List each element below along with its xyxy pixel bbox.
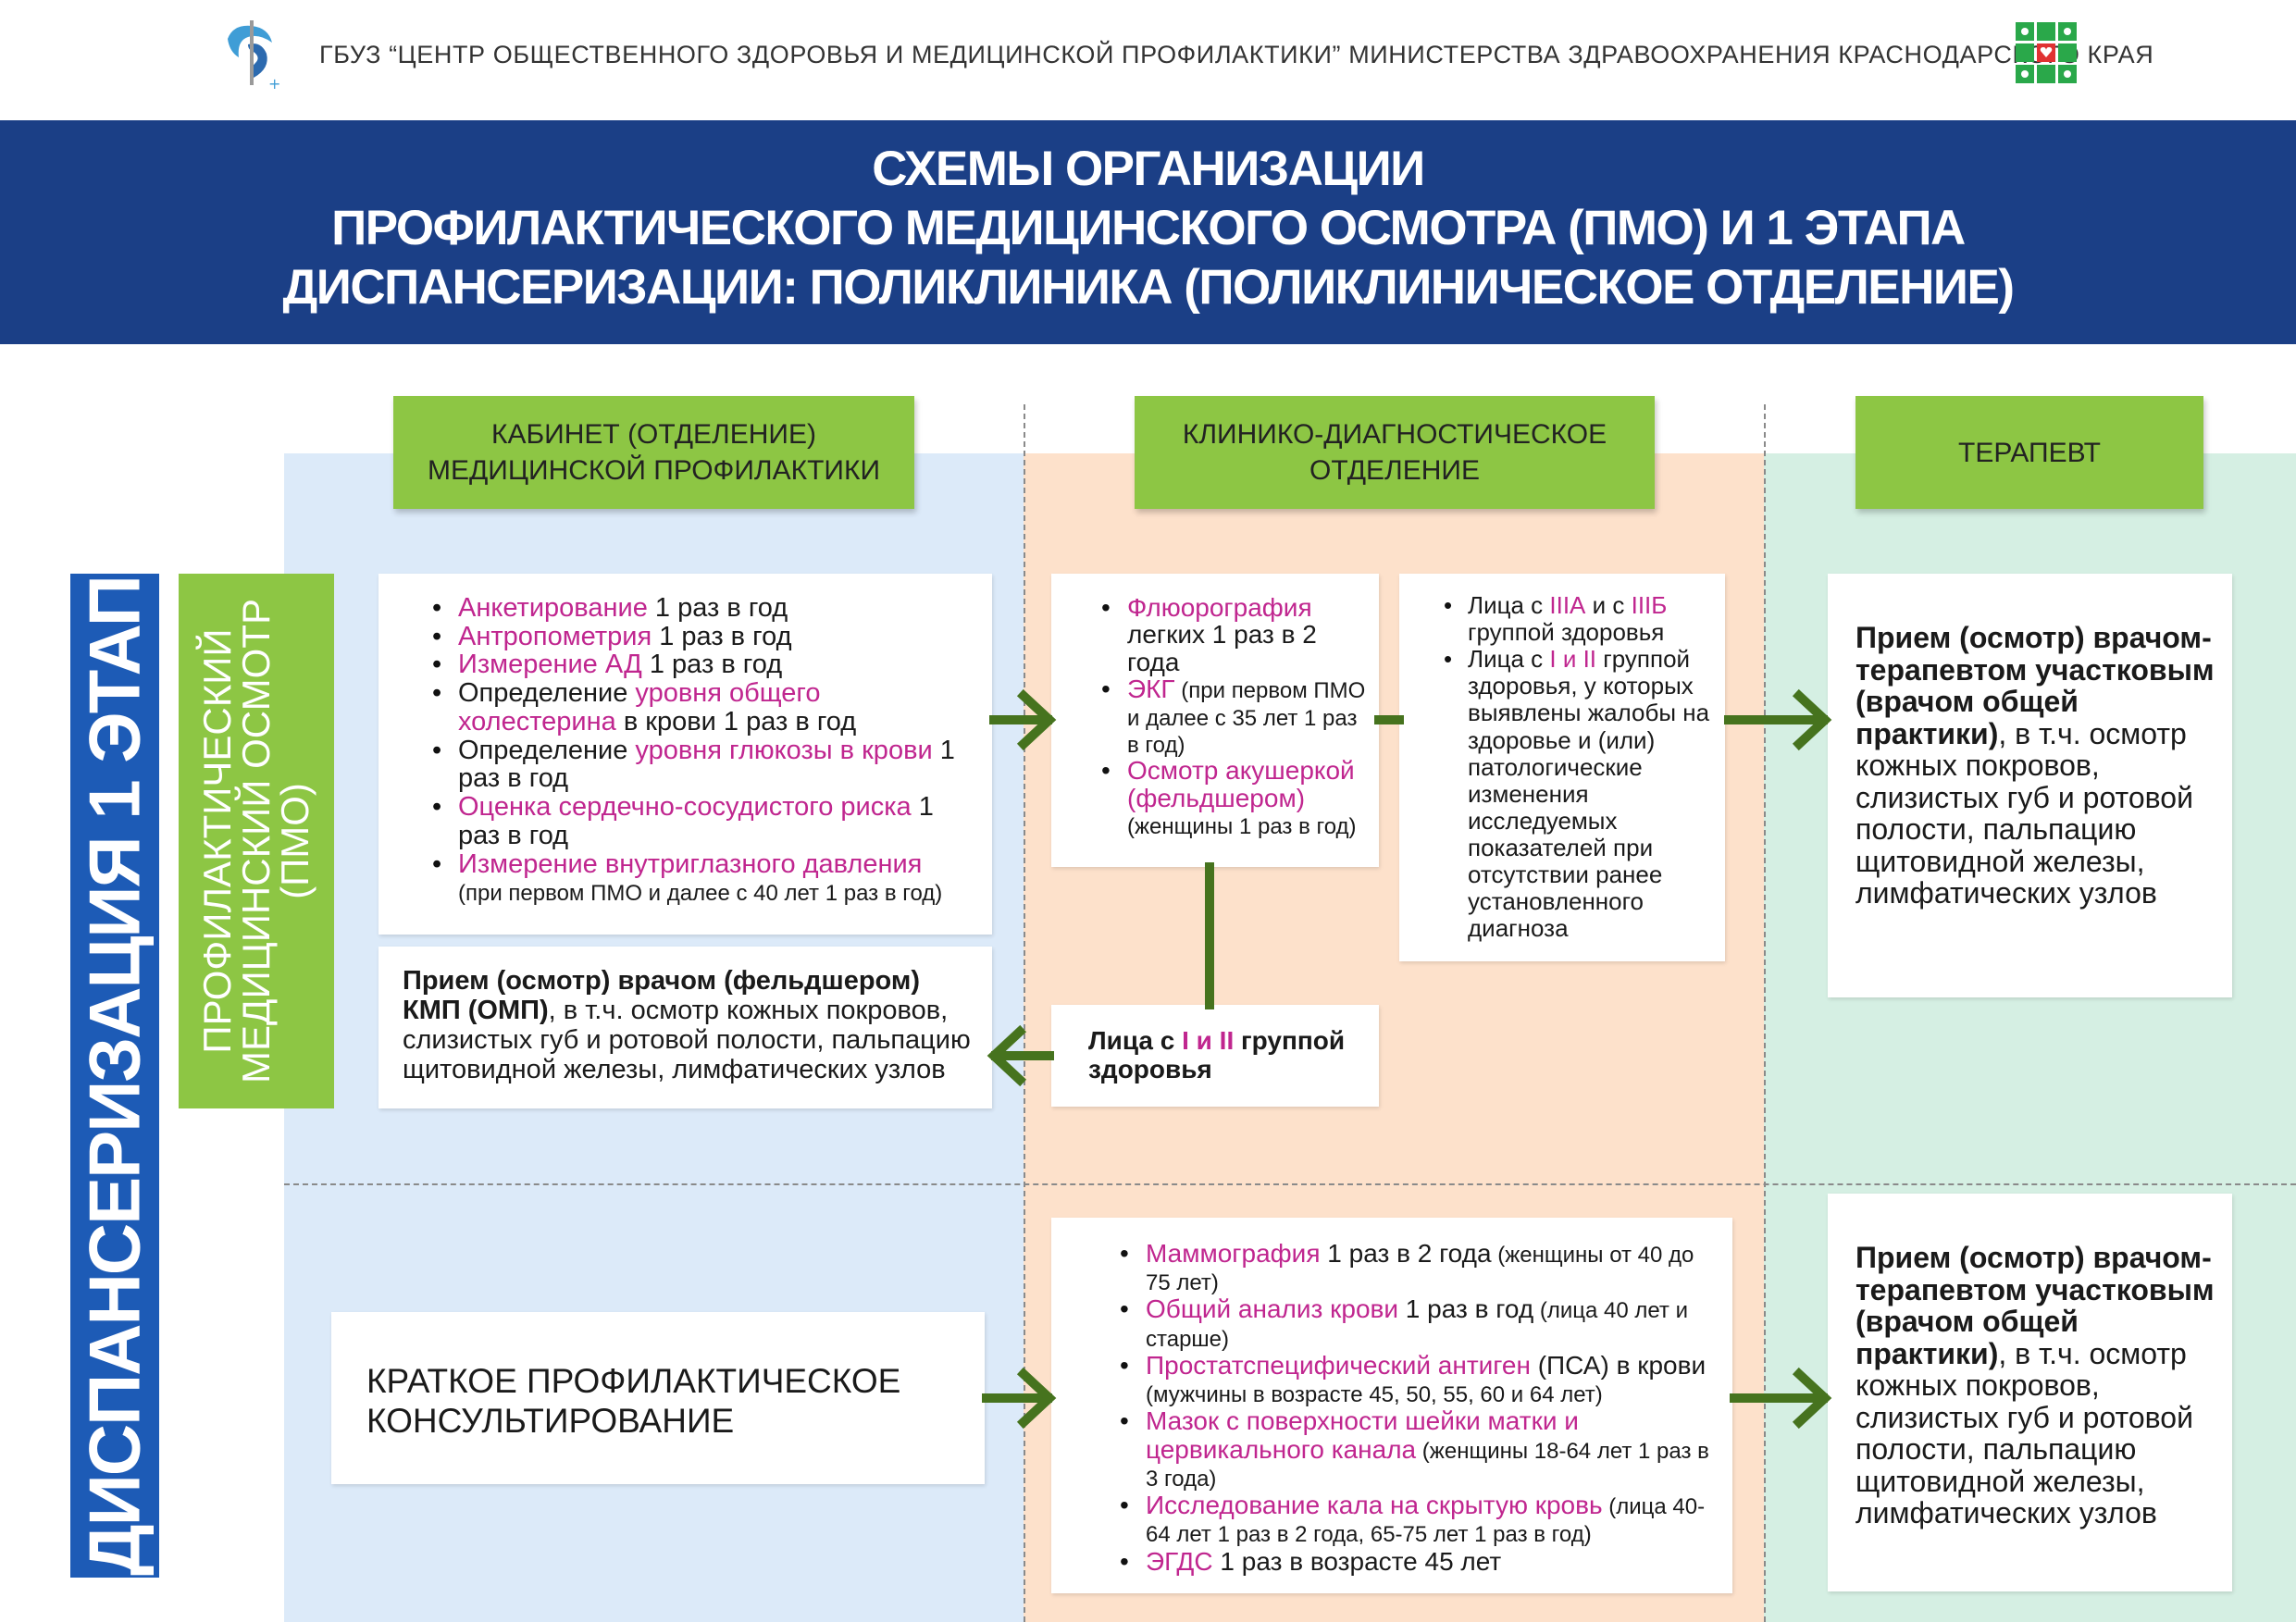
medical-logo-icon: + (228, 20, 280, 91)
box-brief-counseling: КРАТКОЕ ПРОФИЛАКТИЧЕСКОЕ КОНСУЛЬТИРОВАНИ… (331, 1312, 985, 1484)
row-divider (284, 1183, 2296, 1185)
kmp-exam-details: , в т.ч. осмотр кожных покровов, слизист… (403, 995, 971, 1084)
list-item: Мазок с поверхности шейки матки и цервик… (1120, 1407, 1721, 1492)
therapist-exam-details: , в т.ч. осмотр кожных покровов, слизист… (1855, 1336, 2193, 1530)
box-kmp-exam: Прием (осмотр) врачом (фельдшером) КМП (… (379, 947, 992, 1108)
list-item: Оценка сердечно-сосудистого риска 1 раз … (432, 793, 975, 849)
list-item: Определение уровня глюкозы в крови 1 раз… (432, 736, 975, 793)
list-item: Общий анализ крови 1 раз в год (лица 40 … (1120, 1295, 1721, 1351)
box-therapist-exam-2: Прием (осмотр) врачом-терапевтом участко… (1828, 1194, 2232, 1591)
list-item: Исследование кала на скрытую кровь (лица… (1120, 1491, 1721, 1547)
list-item: Маммография 1 раз в 2 года (женщины от 4… (1120, 1239, 1721, 1295)
box-health-groups-referral: Лица с IIIА и с IIIБ группой здоровья Ли… (1399, 574, 1725, 961)
box-pmo-examinations: Анкетирование 1 раз в год Антропометрия … (379, 574, 992, 935)
list-item: Определение уровня общего холестерина в … (432, 679, 975, 736)
header-prevention-line-2: МЕДИЦИНСКОЙ ПРОФИЛАКТИКИ (427, 455, 881, 486)
box-health-groups-1-2: Лица с I и II группой здоровья (1051, 1005, 1379, 1107)
stage-label: ДИСПАНСЕРИЗАЦИЯ 1 ЭТАП (70, 574, 159, 1578)
arrow-left-icon (987, 1024, 1054, 1087)
list-item: Антропометрия 1 раз в год (432, 622, 975, 651)
list-item: Простатспецифический антиген (ПСА) в кро… (1120, 1351, 1721, 1407)
list-item: Измерение АД 1 раз в год (432, 650, 975, 679)
list-item: Флюорография легких 1 раз в 2 года (1101, 594, 1368, 675)
pmo-label: ПРОФИЛАКТИЧЕСКИЙ МЕДИЦИНСКИЙ ОСМОТР (ПМО… (179, 574, 334, 1108)
counseling-line-2: КОНСУЛЬТИРОВАНИЕ (366, 1401, 735, 1440)
list-item: Лица с IIIА и с IIIБ группой здоровья (1444, 591, 1716, 646)
organization-name: ГБУЗ “ЦЕНТР ОБЩЕСТВЕННОГО ЗДОРОВЬЯ И МЕД… (319, 41, 2154, 68)
arrow-right-icon (1730, 1367, 1832, 1430)
arrow-right-icon (989, 688, 1057, 751)
title-line-1: СХЕМЫ ОРГАНИЗАЦИИ (872, 142, 1425, 196)
header-diagnostic-dept: КЛИНИКО-ДИАГНОСТИЧЕСКОЕ ОТДЕЛЕНИЕ (1135, 396, 1655, 509)
title-line-2: ПРОФИЛАКТИЧЕСКОГО МЕДИЦИНСКОГО ОСМОТРА (… (331, 201, 1966, 255)
arrow-right-icon (1724, 688, 1832, 751)
list-item: ЭГДС 1 раз в возрасте 45 лет (1120, 1547, 1721, 1576)
header-diagnostic-line-2: ОТДЕЛЕНИЕ (1309, 455, 1480, 486)
title-banner: СХЕМЫ ОРГАНИЗАЦИИ ПРОФИЛАКТИЧЕСКОГО МЕДИ… (0, 120, 2296, 344)
kmp-exam-title: Прием (осмотр) врачом (фельдшером) КМП (… (403, 966, 920, 1025)
therapist-exam-title: Прием (осмотр) врачом-терапевтом участко… (1855, 1241, 2215, 1370)
title-line-3: ДИСПАНСЕРИЗАЦИИ: ПОЛИКЛИНИКА (ПОЛИКЛИНИЧ… (282, 260, 2015, 315)
list-item: Измерение внутриглазного давления(при пе… (432, 849, 975, 907)
header-diagnostic-line-1: КЛИНИКО-ДИАГНОСТИЧЕСКОЕ (1182, 419, 1607, 450)
header-therapist: ТЕРАПЕВТ (1855, 396, 2203, 509)
header-prevention-office: КАБИНЕТ (ОТДЕЛЕНИЕ) МЕДИЦИНСКОЙ ПРОФИЛАК… (393, 396, 914, 509)
list-item: Лица с I и II группой здоровья, у которы… (1444, 646, 1716, 942)
healthy-lifestyle-logo-icon (2016, 22, 2077, 83)
list-item: ЭКГ (при первом ПМО и далее с 35 лет 1 р… (1101, 675, 1368, 757)
list-item: Анкетирование 1 раз в год (432, 594, 975, 623)
box-diagnostics: Флюорография легких 1 раз в 2 года ЭКГ (… (1051, 574, 1379, 867)
counseling-line-1: КРАТКОЕ ПРОФИЛАКТИЧЕСКОЕ (366, 1362, 901, 1400)
therapist-exam-details: , в т.ч. осмотр кожных покровов, слизист… (1855, 716, 2193, 910)
therapist-exam-title: Прием (осмотр) врачом-терапевтом участко… (1855, 621, 2215, 750)
box-therapist-exam-1: Прием (осмотр) врачом-терапевтом участко… (1828, 574, 2232, 997)
svg-text:+: + (268, 75, 280, 91)
column-divider-1 (1024, 404, 1025, 1622)
box-cancer-screenings: Маммография 1 раз в 2 года (женщины от 4… (1051, 1218, 1732, 1593)
header-prevention-line-1: КАБИНЕТ (ОТДЕЛЕНИЕ) (491, 419, 816, 450)
column-divider-2 (1764, 404, 1766, 1622)
arrow-right-icon (982, 1367, 1057, 1430)
list-item: Осмотр акушеркой (фельдшером) (женщины 1… (1101, 757, 1368, 838)
header-therapist-label: ТЕРАПЕВТ (1958, 437, 2101, 468)
